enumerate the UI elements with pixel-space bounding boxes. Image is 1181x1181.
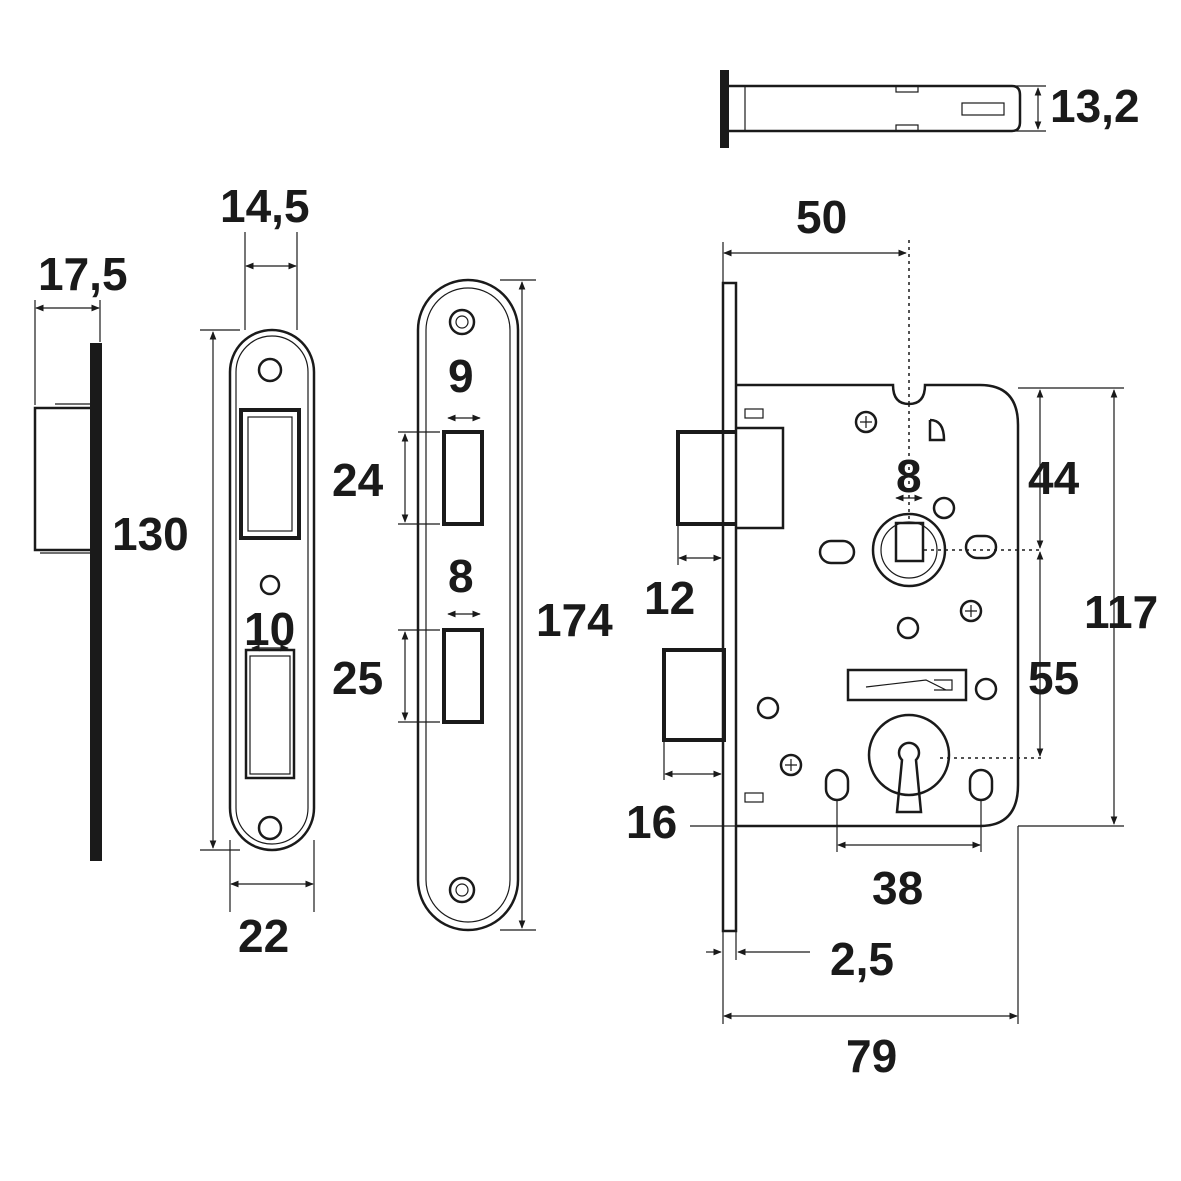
deadbolt-opening — [244, 648, 296, 780]
strike-plate-outline — [416, 278, 520, 932]
forend-front-view: 14,5 10 22 — [200, 180, 316, 962]
dim-label-10: 10 — [244, 603, 295, 655]
lock-case-outline — [736, 383, 1020, 828]
dim-label-9: 9 — [448, 350, 474, 402]
lock-forend-plate — [721, 281, 738, 933]
strike-screw-bottom — [448, 876, 476, 904]
top-forend — [720, 70, 729, 148]
latch-bolt-profile — [33, 406, 90, 552]
screw-hole-top — [257, 357, 283, 383]
cylinder-hub — [867, 713, 951, 797]
dim-label-17-5: 17,5 — [38, 248, 128, 300]
keyhole — [895, 741, 923, 814]
latch-opening — [239, 408, 301, 540]
spindle-follower — [871, 512, 947, 588]
dim-label-8-follower: 8 — [896, 450, 922, 502]
deadbolt — [662, 648, 726, 742]
screw-hole-bottom — [257, 815, 283, 841]
side-profile-view: 17,5 130 — [33, 248, 189, 861]
dim-label-13-2: 13,2 — [1050, 80, 1140, 132]
dim-label-38: 38 — [872, 862, 923, 914]
dim-label-50: 50 — [796, 191, 847, 243]
strike-plate-view: 9 24 8 25 174 — [332, 278, 613, 932]
strike-screw-top — [448, 308, 476, 336]
dim-label-14-5: 14,5 — [220, 180, 310, 232]
top-bolt-body — [729, 84, 1022, 133]
spindle-square-hole — [894, 521, 925, 563]
dim-label-12: 12 — [644, 572, 695, 624]
dim-label-174: 174 — [536, 594, 613, 646]
strike-bolt-slot — [442, 628, 484, 724]
forend-outline — [228, 328, 316, 852]
dim-label-130: 130 — [112, 508, 189, 560]
dim-label-22: 22 — [238, 910, 289, 962]
dim-label-117: 117 — [1084, 586, 1158, 638]
dim-label-44: 44 — [1028, 452, 1080, 504]
case-screw-bottom — [779, 753, 803, 777]
dim-label-8-strike: 8 — [448, 550, 474, 602]
dim-label-79: 79 — [846, 1030, 897, 1082]
dim-label-25: 25 — [332, 652, 383, 704]
dim-label-16: 16 — [626, 796, 677, 848]
dim-label-55: 55 — [1028, 652, 1079, 704]
dim-label-2-5: 2,5 — [830, 933, 894, 985]
case-screw-middle — [959, 599, 983, 623]
forend-plate-side — [90, 343, 102, 861]
screw-hole-middle — [259, 574, 281, 596]
case-screw-top — [854, 410, 878, 434]
top-bolt-view: 13,2 — [720, 70, 1140, 148]
latch-bolt — [676, 430, 736, 526]
dim-label-24: 24 — [332, 454, 384, 506]
lock-body-view: 50 8 44 55 117 12 16 38 — [626, 191, 1158, 1082]
strike-latch-slot — [442, 430, 484, 526]
